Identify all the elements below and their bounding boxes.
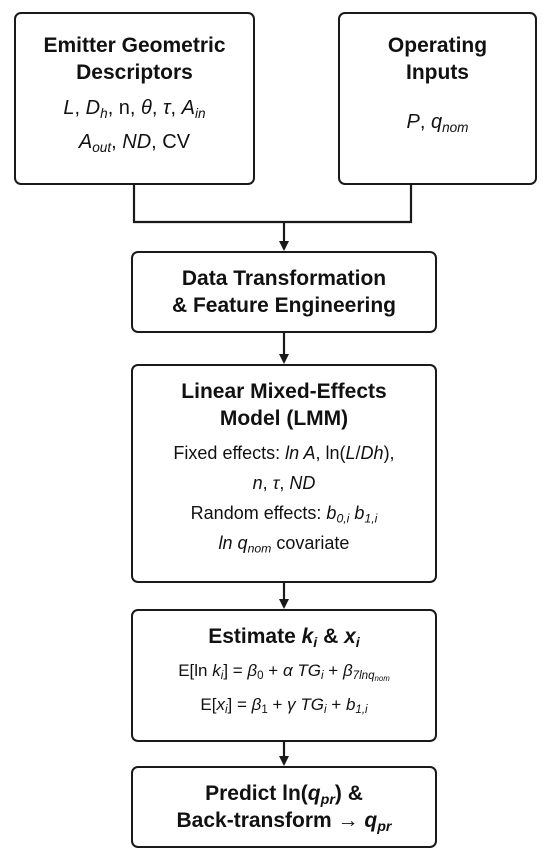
transform-title-line2: & Feature Engineering (171, 294, 397, 317)
data-transformation-box: Data Transformation & Feature Engineerin… (131, 251, 437, 333)
predict-box: Predict ln(qpr) & Back-transform → qpr (131, 766, 437, 848)
emitter-title-line1: Emitter Geometric (43, 34, 226, 57)
lmm-title-line1: Linear Mixed-Effects (181, 380, 387, 403)
lmm-fixed-line2: n, τ, ND (252, 473, 316, 493)
estimate-title: Estimate ki & xi (208, 625, 360, 651)
lmm-covariate: ln qnom covariate (218, 533, 350, 556)
estimate-eq1: E[ln ki] = β0 + α TGi + β7lnqnom (178, 661, 390, 684)
merge-connector (132, 185, 413, 224)
emitter-vars-line1: L, Dh, n, θ, τ, Ain (63, 97, 206, 121)
transform-title-line1: Data Transformation (181, 267, 387, 290)
lmm-title-line2: Model (LMM) (219, 407, 349, 430)
predict-title-line2: Back-transform → qpr (176, 809, 392, 835)
operating-title-line2: Inputs (406, 61, 469, 84)
estimate-box: Estimate ki & xi E[ln ki] = β0 + α TGi +… (131, 609, 437, 742)
lmm-random: Random effects: b0,i b1,i (190, 503, 378, 526)
estimate-eq2: E[xi] = β1 + γ TGi + b1,i (200, 695, 368, 717)
operating-title-line1: Operating (387, 34, 488, 57)
emitter-descriptors-box: Emitter Geometric Descriptors L, Dh, n, … (14, 12, 255, 185)
lmm-box: Linear Mixed-Effects Model (LMM) Fixed e… (131, 364, 437, 583)
operating-inputs-box: Operating Inputs P, qnom (338, 12, 537, 185)
lmm-fixed-line1: Fixed effects: ln A, ln(L/Dh), (173, 443, 395, 463)
emitter-title-line2: Descriptors (76, 61, 193, 84)
operating-vars: P, qnom (406, 111, 469, 135)
emitter-vars-line2: Aout, ND, CV (78, 131, 191, 155)
predict-title-line1: Predict ln(qpr) & (205, 782, 363, 808)
